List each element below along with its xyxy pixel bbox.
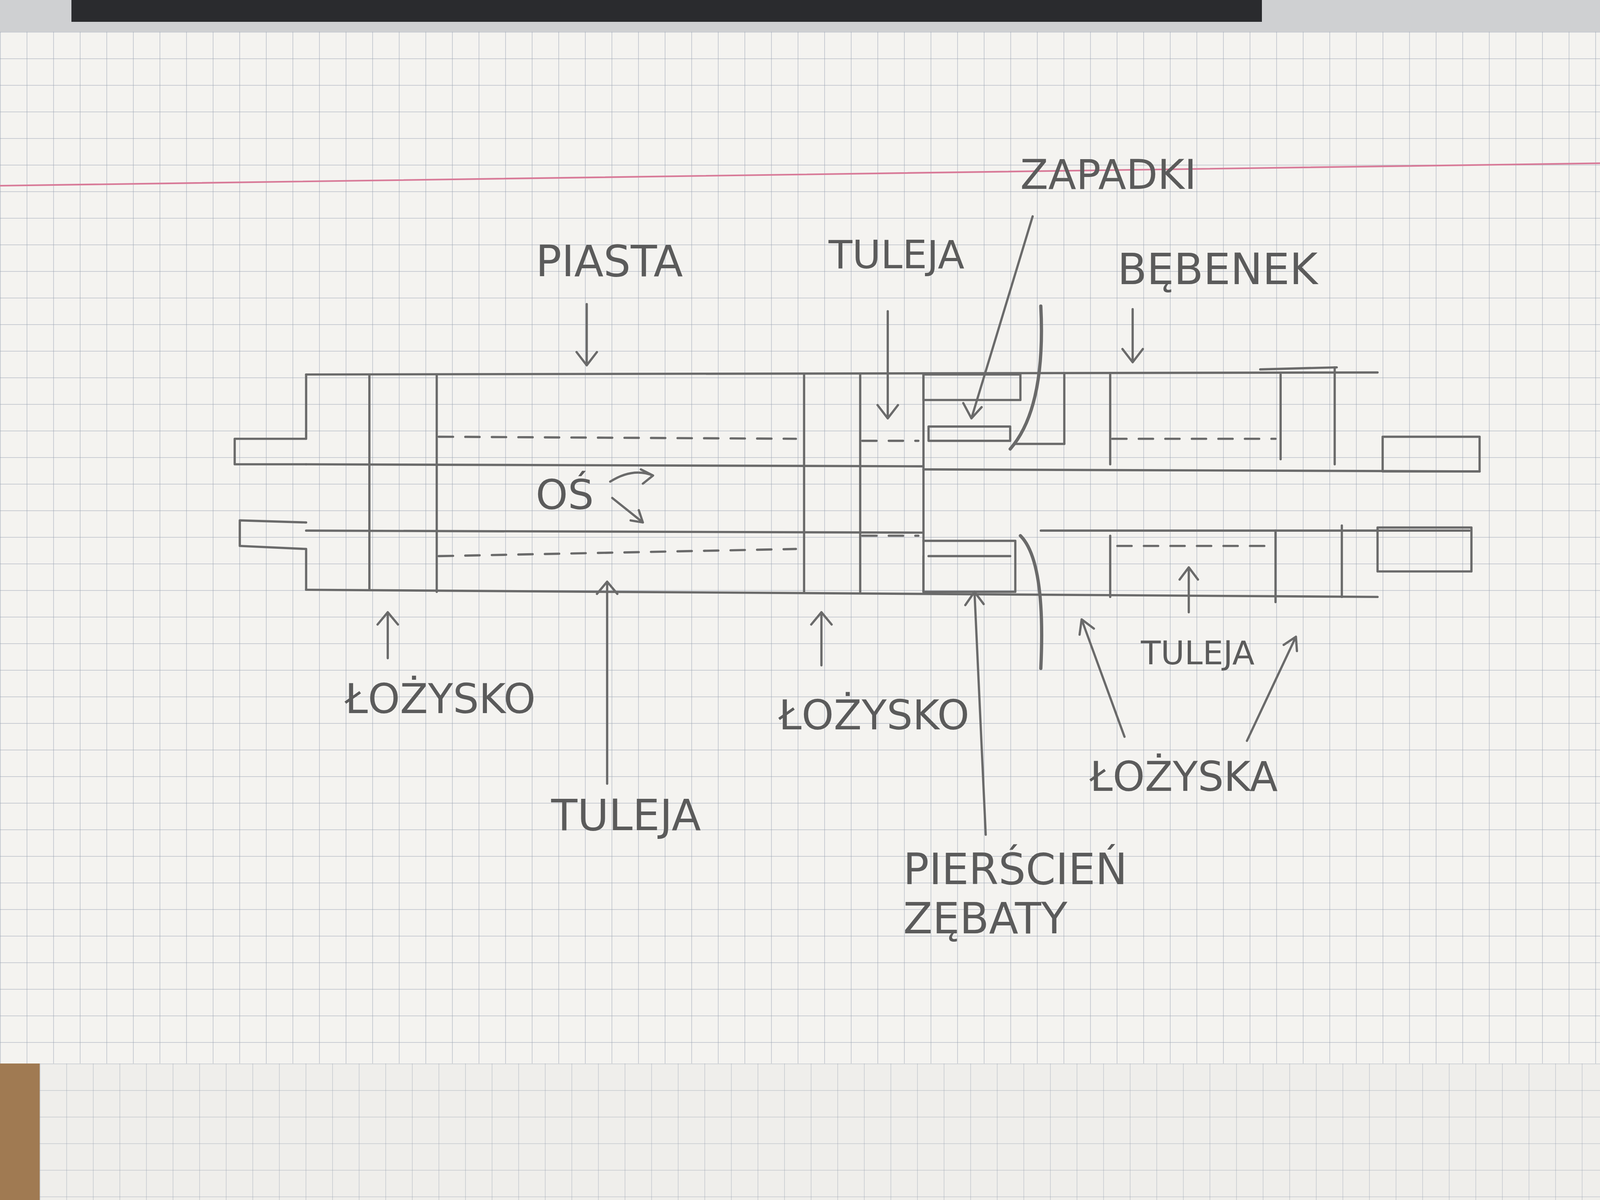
margin-line (0, 163, 1600, 186)
part-label: OŚ (535, 471, 594, 519)
part-label: ŁOŻYSKO (344, 675, 536, 723)
part-label: TULEJA (551, 790, 701, 841)
part-label: TULEJA (828, 232, 965, 278)
graph-paper-sheet (39, 1063, 1600, 1200)
hub-section (234, 305, 1480, 669)
part-label: PIERŚCIEŃ ZĘBATY (903, 844, 1128, 944)
part-label: PIASTA (535, 236, 683, 287)
graph-paper (0, 31, 1600, 1064)
part-label: TULEJA (1140, 634, 1255, 672)
dashed-bores (438, 436, 1276, 557)
leader-arrows (377, 216, 1297, 835)
part-label: ZAPADKI (1020, 151, 1197, 199)
part-label: ŁOŻYSKO (778, 691, 970, 739)
keyboard-keys (71, 0, 1262, 22)
part-label: ŁOŻYSKA (1089, 753, 1278, 800)
part-label: BĘBENEK (1117, 244, 1318, 295)
table-wood (0, 1051, 44, 1200)
